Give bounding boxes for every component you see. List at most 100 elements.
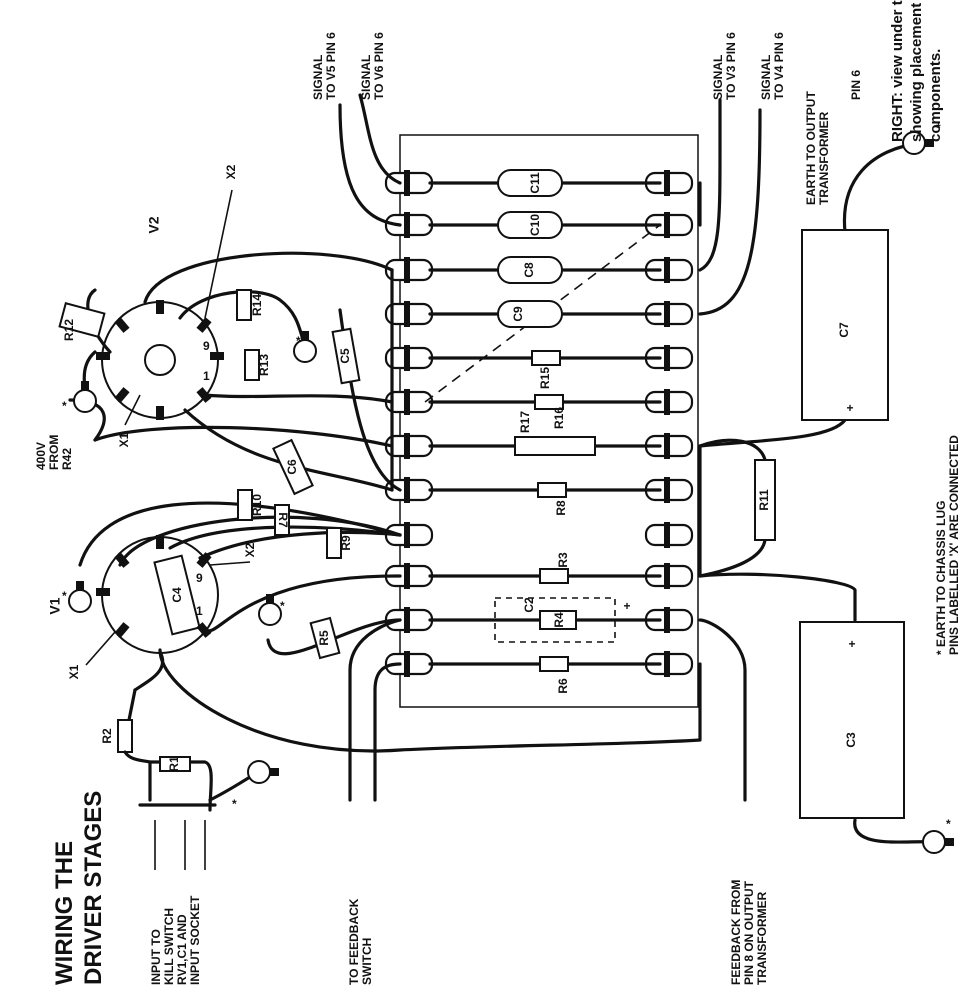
svg-text:R11: R11: [757, 489, 771, 511]
caption-line-1: RIGHT: view under the: [889, 0, 906, 142]
capacitor-c10: C10: [428, 211, 662, 239]
svg-text:SIGNAL: SIGNAL: [759, 55, 773, 100]
footnote: * EARTH TO CHASSIS LUG PINS LABELLED 'X'…: [934, 435, 960, 655]
resistor-r14: R14: [236, 289, 264, 321]
label-c2: C2: [522, 597, 536, 613]
plus-c2: +: [623, 599, 630, 613]
caption-line-2: showing placement of: [908, 0, 925, 142]
valve-v1-label: V1: [47, 597, 63, 614]
svg-text:TRANSFORMER: TRANSFORMER: [755, 891, 769, 985]
label-r4: R4: [552, 612, 566, 628]
feedback-from-callout: FEEDBACK FROM PIN 8 ON OUTPUT TRANSFORME…: [729, 880, 769, 985]
resistor-r9: R9: [326, 527, 353, 559]
svg-text:PIN 8 ON OUTPUT: PIN 8 ON OUTPUT: [742, 880, 756, 985]
earth-lug-6: [902, 131, 934, 155]
valve-v2-socket: 9 1: [96, 300, 224, 420]
title: WIRING THE DRIVER STAGES: [51, 791, 107, 985]
resistor-r3: R3: [428, 552, 662, 584]
svg-text:R7: R7: [276, 512, 290, 528]
resistor-r7: R7: [274, 504, 290, 536]
caption-line-3: components.: [927, 49, 944, 142]
tag-right-6: [644, 389, 694, 415]
resistor-r8: R8: [428, 482, 662, 516]
label-c9: C9: [511, 306, 525, 322]
asterisk-c3: *: [946, 817, 951, 831]
svg-text:C7: C7: [837, 322, 851, 338]
resistor-r1: R1: [123, 750, 260, 812]
svg-text:SWITCH: SWITCH: [360, 938, 374, 985]
svg-text:SIGNAL: SIGNAL: [311, 55, 325, 100]
svg-text:TO V5 PIN 6: TO V5 PIN 6: [324, 32, 338, 100]
asterisk-r5: *: [280, 599, 285, 613]
v2-pin-1: 1: [203, 369, 210, 383]
label-r17: R17: [518, 411, 532, 433]
svg-text:TO FEEDBACK: TO FEEDBACK: [347, 898, 361, 985]
capacitor-c6: C6: [272, 438, 314, 496]
capacitor-c3: C3 +: [799, 621, 905, 819]
v2-pin-x2: X2: [224, 164, 238, 179]
input-leaders: [154, 820, 206, 870]
resistor-r5: R5: [309, 616, 341, 660]
svg-text:R1: R1: [167, 756, 181, 772]
svg-text:R13: R13: [257, 354, 271, 376]
asterisk-r14: *: [296, 334, 301, 348]
capacitor-c5: C5: [331, 327, 361, 385]
svg-text:R10: R10: [250, 494, 264, 516]
label-r15: R15: [538, 367, 552, 389]
earth-lug-5: [247, 760, 279, 784]
svg-text:R5: R5: [317, 630, 331, 646]
label-r6: R6: [556, 678, 570, 694]
plus-c3: +: [848, 637, 855, 651]
svg-text:C5: C5: [338, 348, 352, 364]
resistor-r10: R10: [237, 489, 264, 521]
svg-text:SIGNAL: SIGNAL: [359, 55, 373, 100]
label-c4: C4: [170, 587, 184, 603]
svg-text:FROM: FROM: [47, 435, 61, 470]
resistor-r16: R16: [428, 394, 662, 429]
title-line-2: DRIVER STAGES: [80, 791, 107, 985]
capacitor-c8: C8: [428, 256, 662, 284]
earth-lug-2: [293, 331, 317, 363]
earth-lug-3: [68, 581, 92, 613]
dashed-link: [424, 224, 661, 403]
v2-pin-9: 9: [203, 339, 210, 353]
svg-text:R12: R12: [62, 319, 76, 341]
earth-output-callout: EARTH TO OUTPUT TRANSFORMER PIN 6: [804, 70, 863, 205]
svg-text:400V: 400V: [34, 442, 48, 470]
svg-text:C6: C6: [285, 459, 299, 475]
svg-text:FEEDBACK FROM: FEEDBACK FROM: [729, 880, 743, 985]
svg-text:TO V6 PIN 6: TO V6 PIN 6: [372, 32, 386, 100]
label-r8: R8: [554, 500, 568, 516]
svg-text:TO V4 PIN 6: TO V4 PIN 6: [772, 32, 786, 100]
capacitor-c9: C9: [428, 300, 662, 328]
resistor-r12: R12: [58, 302, 106, 341]
svg-text:R9: R9: [339, 535, 353, 551]
tag-right-10: [644, 563, 694, 589]
svg-text:INPUT TO: INPUT TO: [149, 929, 163, 985]
resistor-r17: R17: [428, 411, 662, 456]
svg-text:R2: R2: [100, 728, 114, 744]
valve-v1-socket: C4 9 1: [96, 535, 219, 654]
pin6-callout: PIN 6: [849, 70, 863, 100]
svg-text:R42: R42: [60, 448, 74, 470]
v1-pin-1: 1: [196, 604, 203, 618]
label-r3: R3: [556, 552, 570, 568]
plus-c7: +: [846, 401, 853, 415]
resistor-r15: R15: [428, 350, 662, 389]
svg-text:PINS LABELLED 'X' ARE CONNECTE: PINS LABELLED 'X' ARE CONNECTED: [947, 435, 960, 655]
tag-left-1: [384, 170, 434, 196]
earth-lug-7: [922, 830, 954, 854]
valve-wiring: [68, 93, 932, 844]
feedback-switch-callout: TO FEEDBACK SWITCH: [347, 898, 374, 985]
v2-pin-x1: X1: [117, 432, 131, 447]
resistor-r13: R13: [244, 349, 271, 381]
svg-text:* EARTH TO CHASSIS LUG: * EARTH TO CHASSIS LUG: [934, 501, 948, 655]
label-c8: C8: [522, 262, 536, 278]
asterisk-v2: *: [62, 399, 67, 413]
svg-text:EARTH TO OUTPUT: EARTH TO OUTPUT: [804, 91, 818, 205]
resistor-r11: R11: [754, 459, 776, 541]
svg-text:SIGNAL: SIGNAL: [711, 55, 725, 100]
earth-lug-1: [73, 381, 97, 413]
v1-pin-x1: X1: [67, 664, 81, 679]
